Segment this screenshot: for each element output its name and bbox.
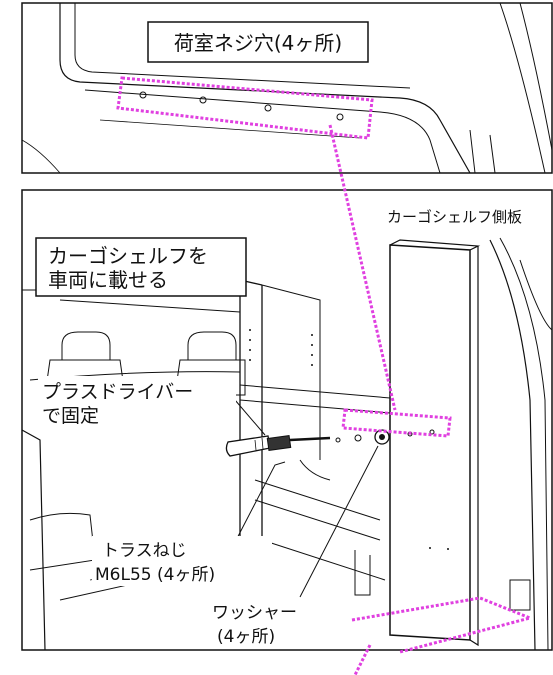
headrest-left-icon — [61, 331, 111, 361]
top-panel-frame — [21, 2, 553, 174]
top-label-box — [147, 21, 369, 63]
headrest-right-icon — [187, 331, 237, 361]
side-panel-holes — [429, 547, 449, 550]
door-outline — [59, 3, 471, 174]
shelf-board-top — [239, 384, 391, 399]
washer-label-bg — [200, 600, 310, 648]
sill-line — [84, 89, 441, 174]
floor-line — [99, 119, 361, 139]
left-door-panel — [29, 512, 96, 571]
floor-shelf-line-2 — [254, 499, 381, 541]
title-label-box — [35, 237, 247, 297]
right-door-frame — [489, 239, 536, 651]
washer-leader — [299, 445, 379, 598]
pillar-line-2 — [519, 2, 553, 151]
screw-leader — [231, 461, 286, 549]
screw-hole-icon — [336, 113, 344, 121]
side-fixing-highlight — [341, 408, 452, 438]
floor-shelf-line — [254, 479, 381, 521]
main-panel-frame — [21, 189, 553, 651]
screwdriver-icon — [225, 434, 331, 457]
right-door-frame-2 — [499, 237, 549, 651]
screw-label-line-1: トラスねじ — [102, 541, 187, 561]
screw-hole-icon — [264, 104, 272, 112]
window-line — [59, 299, 241, 313]
wheel-well — [299, 459, 331, 481]
shelf-back-panel — [261, 284, 321, 460]
door-latch — [509, 579, 531, 611]
driver-label-bg — [38, 376, 236, 428]
step-lines — [469, 129, 496, 174]
floor-fixing-highlight — [351, 596, 535, 654]
screw-hole-icon — [139, 91, 147, 99]
screw-label-bg — [92, 536, 272, 586]
side-panel-label: カーゴシェルフ側板 — [387, 208, 522, 226]
screw-label-line-2: M6L55 (4ヶ所) — [95, 565, 215, 585]
title-line-1: カーゴシェルフを — [48, 244, 208, 268]
screw-row — [335, 429, 435, 443]
driver-leader — [234, 399, 266, 436]
main-panel: カーゴシェルフを 車両に載せる カーゴシェルフ側板 プラスドライバー で固定 ト… — [21, 124, 553, 675]
screw-holes-highlight — [116, 76, 374, 140]
connector-line — [328, 124, 397, 411]
driver-label-line-1: プラスドライバー — [42, 381, 193, 403]
left-door-edge — [21, 429, 46, 651]
top-label: 荷室ネジ穴(4ヶ所) — [174, 31, 342, 55]
floor-highlight-tail — [353, 644, 372, 675]
washer-label-line-1: ワッシャー — [212, 603, 297, 623]
top-panel: 荷室ネジ穴(4ヶ所) — [21, 2, 553, 174]
corner-line — [21, 139, 61, 174]
door-inner-line — [74, 3, 411, 89]
title-line-2: 車両に載せる — [48, 268, 168, 292]
shelf-side-panel-edge — [469, 246, 479, 647]
shelf-side-panel — [389, 244, 471, 641]
washer-hole — [379, 434, 385, 440]
shelf-base — [261, 539, 386, 581]
back-panel-holes — [249, 329, 313, 366]
pillar-line — [499, 2, 546, 174]
driver-label-line-2: で固定 — [42, 405, 99, 427]
shelf-side-panel-top — [389, 239, 481, 251]
washer-label-line-2: (4ヶ所) — [217, 627, 275, 647]
pillar-curve — [519, 259, 553, 331]
screw-hole-icon — [199, 96, 207, 104]
